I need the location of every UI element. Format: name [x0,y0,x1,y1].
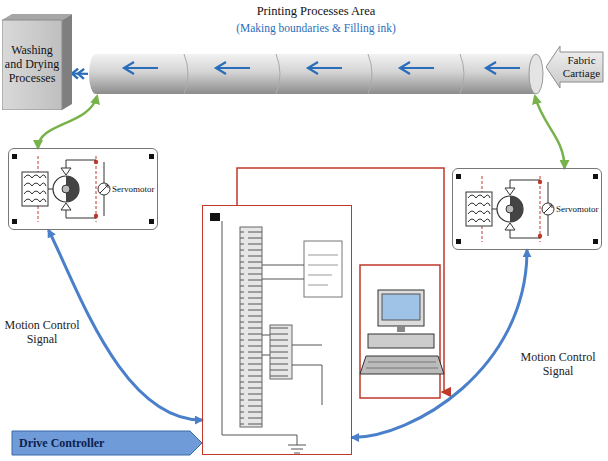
signal-label: Motion Control Signal [512,350,604,379]
process-label: Washing and Drying Processes [2,20,62,110]
area-subtitle: (Making boundaries & Filling ink) [88,22,544,35]
input-arrow-box: Fabric Cartiage [546,38,604,96]
printing-area: Printing Processes Area (Making boundarie… [88,4,544,96]
input-label: Fabric Cartiage [560,52,603,82]
servomotor-box: Servomotor [452,168,602,250]
controller-label: Drive Controller [13,434,189,454]
connector-arrow [72,72,88,75]
computer [360,265,444,398]
connector-arrow [535,96,565,168]
process-box: Washing and Drying Processes [2,14,72,110]
pointer-arrow [12,431,202,455]
drive-controller-panel: Drive Controller [202,205,352,455]
area-title: Printing Processes Area [88,4,544,18]
servomotor-label: Servomotor [556,204,601,214]
connector-arrow [352,250,527,438]
node-outline [88,52,544,96]
servomotor-label: Servomotor [112,184,157,194]
controller-schematic [210,213,342,453]
signal-label: Motion Control Signal [2,318,82,347]
servomotor-box: Servomotor [8,148,158,230]
